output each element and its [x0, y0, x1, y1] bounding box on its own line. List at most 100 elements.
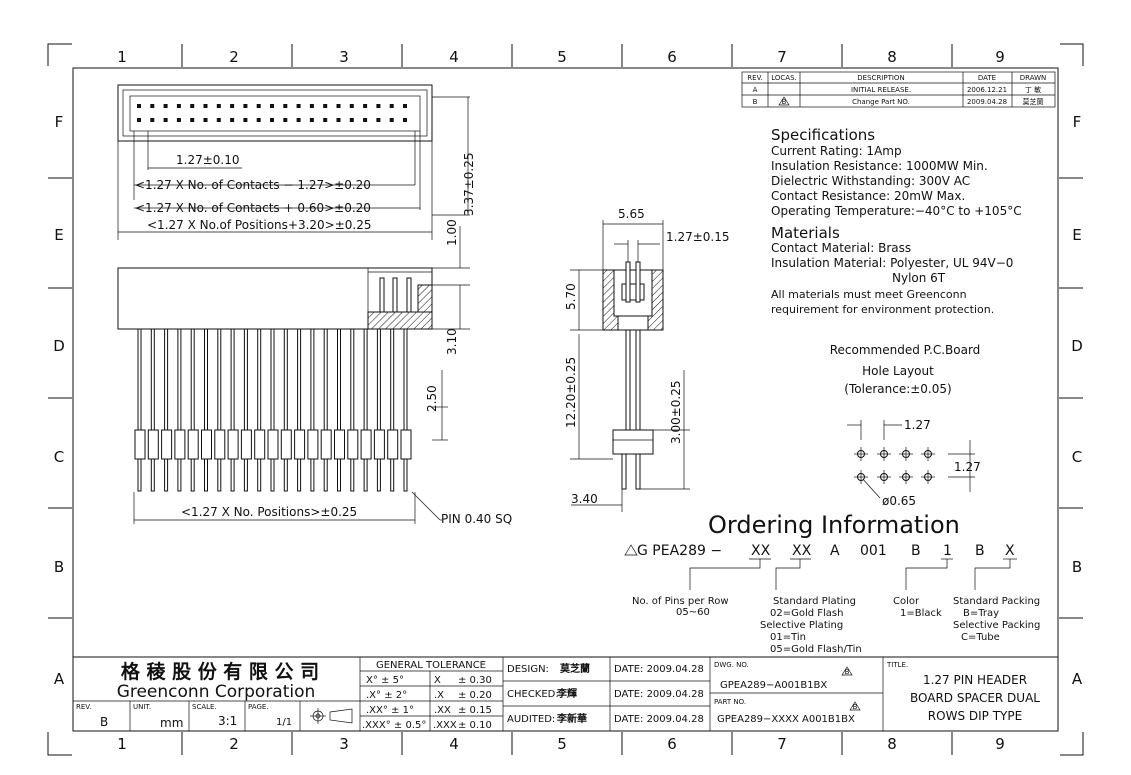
company-name-cn: 格 稜 股 份 有 限 公 司	[121, 660, 319, 683]
sheet-corners	[47, 43, 1084, 756]
page-label: PAGE.	[248, 703, 269, 711]
pcb-hole-dia: ø0.65	[882, 494, 916, 508]
audited-date: DATE: 2009.04.28	[614, 714, 704, 725]
tol-value: ± 0.30	[458, 675, 492, 686]
pin-square	[256, 118, 261, 122]
spacer-block	[161, 429, 173, 460]
pin-tail	[283, 458, 288, 492]
dim-label: 12.20±0.25	[564, 357, 578, 428]
pin-size-label: PIN 0.40 SQ	[441, 512, 512, 526]
order-code-part: X	[1005, 543, 1015, 559]
pin-square	[163, 118, 168, 122]
date-cell: 2009.04.28	[967, 98, 1007, 106]
order-code-part: A	[830, 543, 840, 559]
spacer-block	[360, 429, 372, 460]
col-label: 1	[117, 48, 127, 66]
pin-square	[349, 104, 354, 108]
pin-square	[230, 104, 235, 108]
grid-column-labels-bottom: 1 2 3 4 5 6 7 8 9	[117, 735, 1005, 753]
pin-square	[363, 104, 368, 108]
design-label: DESIGN:	[507, 664, 549, 675]
tolerance-title: GENERAL TOLERANCE	[376, 660, 486, 671]
pin-square	[256, 104, 261, 108]
order-plating: Selective Plating	[760, 620, 843, 631]
col-label: 6	[667, 48, 677, 66]
pin-tail	[150, 458, 155, 492]
pin-square	[203, 118, 208, 122]
material-line: Insulation Material: Polyester, UL 94V−0	[771, 256, 1013, 270]
drawn-cell: 丁 敏	[1025, 85, 1041, 94]
col-label: 4	[449, 735, 459, 753]
material-line: Contact Material: Brass	[771, 241, 911, 255]
pin-tail	[190, 458, 195, 492]
pin-square	[296, 104, 301, 108]
pin-square	[336, 104, 341, 108]
dim-label: 2.50	[425, 385, 439, 412]
order-code-prefix: G PEA289 −	[637, 543, 722, 559]
order-pins-label: No. of Pins per Row	[632, 596, 729, 607]
spacer-block	[267, 429, 279, 460]
pin-tail	[204, 458, 208, 492]
scale-value: 3:1	[218, 714, 237, 728]
dim-label: 3.40	[571, 492, 598, 506]
order-code-part: XX	[751, 543, 771, 559]
col-label: 7	[777, 735, 787, 753]
pin-square	[176, 118, 181, 122]
pcb-pitch-v: 1.27	[954, 460, 981, 474]
pin-tail	[137, 458, 142, 492]
pin-square	[137, 118, 141, 122]
description-header: DESCRIPTION	[857, 74, 904, 82]
rev-cell: A	[753, 86, 758, 94]
audited-value: 李新華	[556, 712, 587, 725]
pin-square	[389, 118, 394, 122]
pcb-pitch-h: 1.27	[904, 418, 931, 432]
pin-square	[243, 118, 248, 122]
spacer-block	[280, 429, 292, 460]
tol-linear: .XX	[434, 705, 451, 716]
tol-value: ± 0.20	[458, 690, 492, 701]
material-line: All materials must meet Greenconn	[771, 288, 967, 301]
pin-square	[389, 104, 394, 108]
rev-label: REV.	[76, 703, 91, 711]
pcb-hole-layout: Recommended P.C.Board Hole Layout (Toler…	[830, 343, 981, 508]
grid-column-labels-top: 1 2 3 4 5 6 7 8 9	[117, 48, 1005, 66]
title-block: 格 稜 股 份 有 限 公 司 Greenconn Corporation RE…	[72, 656, 1059, 732]
pin-square	[243, 104, 248, 108]
order-packing: Standard Packing	[953, 596, 1040, 607]
dim-label: 5.65	[618, 207, 645, 221]
row-label: D	[53, 337, 65, 355]
col-label: 8	[887, 48, 897, 66]
pcb-title: Recommended P.C.Board	[830, 343, 981, 357]
pin-square	[376, 104, 381, 108]
company-name-en: Greenconn Corporation	[117, 682, 316, 702]
revision-triangle-icon	[849, 701, 861, 711]
dwg-no-value: GPEA289−A001B1BX	[720, 680, 827, 691]
projection-symbol-icon	[310, 708, 353, 724]
spacer-block	[294, 429, 306, 460]
spec-line: Operating Temperature:−40°C to +105°C	[771, 204, 1022, 218]
spacer-block	[373, 429, 385, 460]
pin-tail	[217, 458, 222, 492]
pin-tail	[177, 458, 182, 492]
pin-square	[323, 104, 328, 108]
title-line: BOARD SPACER DUAL	[910, 691, 1040, 705]
pin-tail	[350, 458, 355, 492]
col-label: 3	[339, 735, 349, 753]
pin-tail	[270, 458, 275, 492]
order-code-part: 1	[943, 543, 952, 559]
specs-title: Specifications	[771, 126, 875, 144]
revision-triangle-icon	[841, 666, 853, 676]
col-label: 9	[995, 48, 1005, 66]
grid-row-labels-left: F E D C B A	[53, 113, 65, 688]
spacer-block	[214, 429, 226, 460]
revision-triangle-icon	[778, 96, 790, 106]
drawn-cell: 莫芝蘭	[1023, 97, 1044, 106]
description-cell: Change Part NO.	[852, 98, 910, 106]
tol-angle: .XX° ± 1°	[366, 705, 414, 716]
col-label: 9	[995, 735, 1005, 753]
col-label: 4	[449, 48, 459, 66]
spec-line: Insulation Resistance: 1000MW Min.	[771, 159, 988, 173]
pin-tail	[230, 458, 235, 492]
order-packing: Selective Packing	[953, 620, 1040, 631]
